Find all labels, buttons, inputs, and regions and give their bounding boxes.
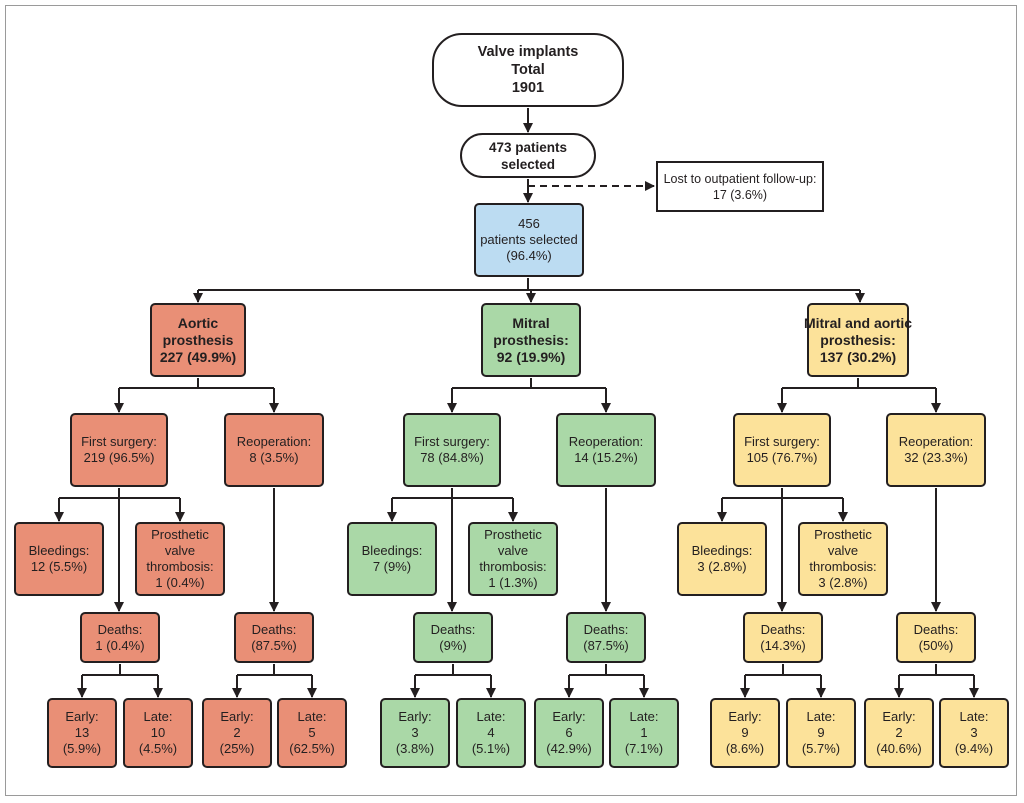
both-first-deaths-node: Deaths:(14.3%) xyxy=(743,612,823,663)
both-first-late-node: Late:9(5.7%) xyxy=(786,698,856,768)
both-first-early-node: Early:9(8.6%) xyxy=(710,698,780,768)
lost-followup-node: Lost to outpatient follow-up:17 (3.6%) xyxy=(656,161,824,212)
both-reoperation-node: Reoperation:32 (23.3%) xyxy=(886,413,986,487)
mitral-first-deaths-node: Deaths:(9%) xyxy=(413,612,493,663)
both-bleedings-node: Bleedings:3 (2.8%) xyxy=(677,522,767,596)
figure-frame xyxy=(5,5,1017,796)
aortic-bleedings-node: Bleedings:12 (5.5%) xyxy=(14,522,104,596)
both-reop-early-node: Early:2(40.6%) xyxy=(864,698,934,768)
both-reop-deaths-node: Deaths:(50%) xyxy=(896,612,976,663)
mitral-reop-early-node: Early:6(42.9%) xyxy=(534,698,604,768)
both-first-surgery-node: First surgery:105 (76.7%) xyxy=(733,413,831,487)
mitral-first-early-node: Early:3(3.8%) xyxy=(380,698,450,768)
both-reop-late-node: Late:3(9.4%) xyxy=(939,698,1009,768)
aortic-first-deaths-node: Deaths:1 (0.4%) xyxy=(80,612,160,663)
mitral-reop-deaths-node: Deaths:(87.5%) xyxy=(566,612,646,663)
aortic-reoperation-node: Reoperation:8 (3.5%) xyxy=(224,413,324,487)
aortic-reop-early-node: Early:2(25%) xyxy=(202,698,272,768)
aortic-first-surgery-node: First surgery:219 (96.5%) xyxy=(70,413,168,487)
aortic-first-late-node: Late:10(4.5%) xyxy=(123,698,193,768)
mitral-reop-late-node: Late:1(7.1%) xyxy=(609,698,679,768)
mitral-bleedings-node: Bleedings:7 (9%) xyxy=(347,522,437,596)
mitral-reoperation-node: Reoperation:14 (15.2%) xyxy=(556,413,656,487)
mitral-first-surgery-node: First surgery:78 (84.8%) xyxy=(403,413,501,487)
aortic-reop-deaths-node: Deaths:(87.5%) xyxy=(234,612,314,663)
mitral-first-late-node: Late:4(5.1%) xyxy=(456,698,526,768)
aortic-first-early-node: Early:13(5.9%) xyxy=(47,698,117,768)
aortic-reop-late-node: Late:5(62.5%) xyxy=(277,698,347,768)
